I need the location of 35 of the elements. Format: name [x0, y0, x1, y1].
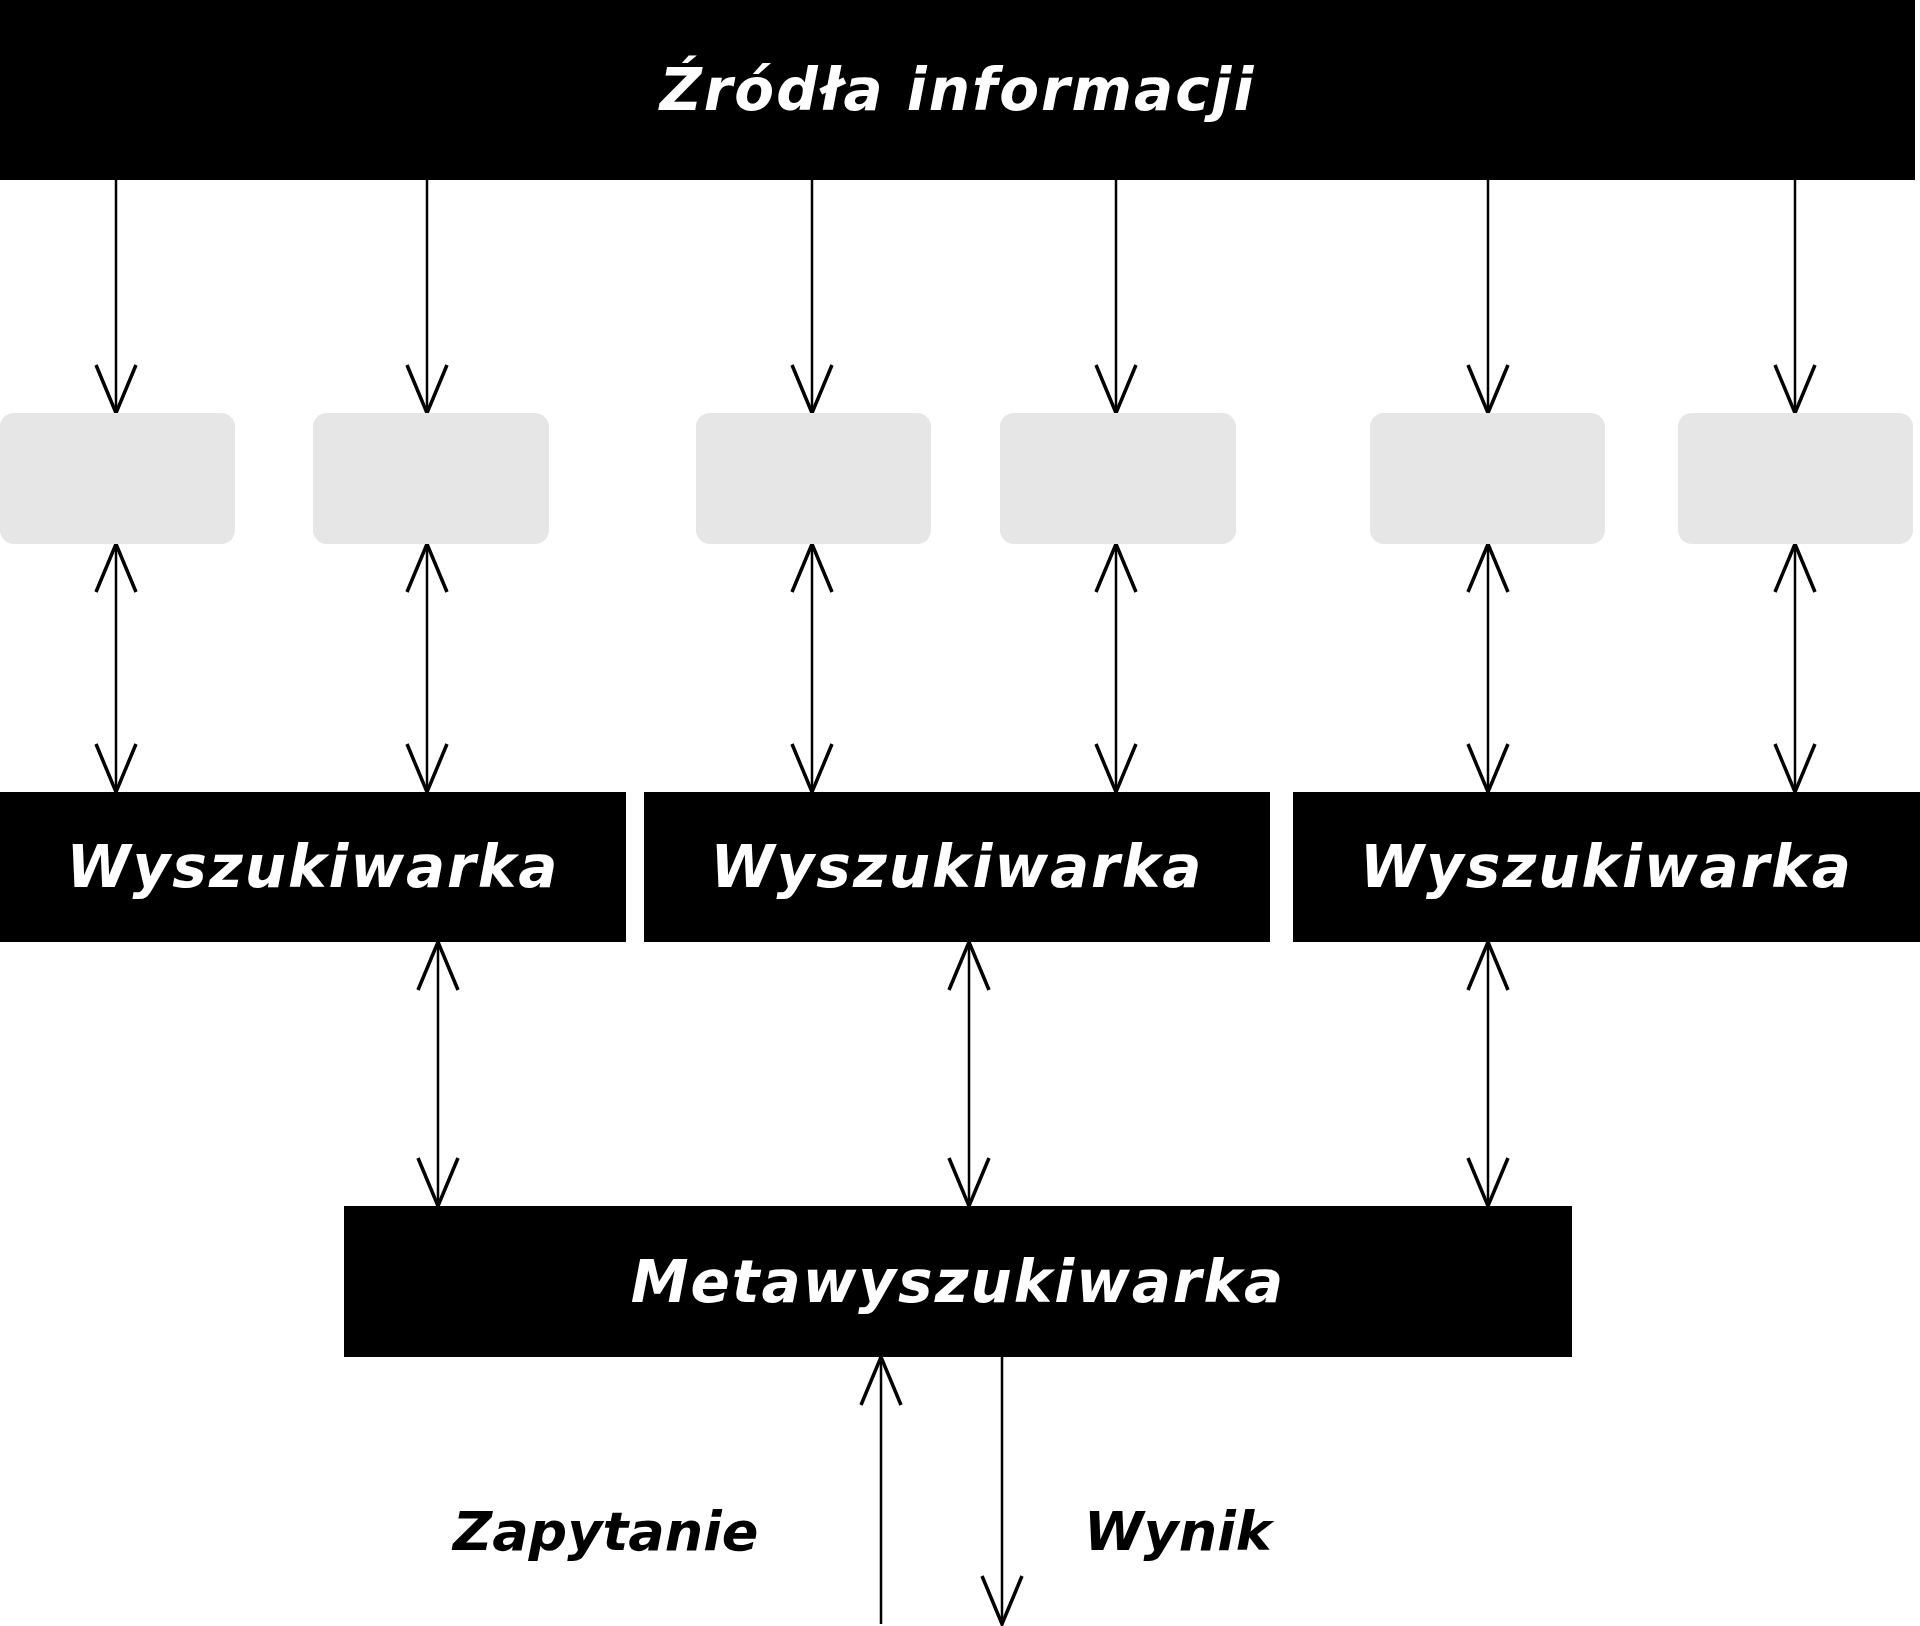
- arrow: [859, 1355, 903, 1624]
- arrow: [405, 542, 449, 794]
- node-label: Wyszukiwarka: [710, 833, 1204, 901]
- arrow: [94, 542, 138, 794]
- empty-box: [1000, 413, 1236, 544]
- meta-engine-box: [344, 1206, 1572, 1357]
- empty-box: [696, 413, 931, 544]
- arrow: [790, 542, 834, 794]
- arrow: [1466, 940, 1510, 1208]
- empty-box: [313, 413, 549, 544]
- node-label: Źródła informacji: [659, 56, 1256, 124]
- arrow: [790, 180, 834, 415]
- engine-box: [644, 792, 1270, 942]
- arrow: [1466, 180, 1510, 415]
- arrow: [405, 180, 449, 415]
- node-label: Metawyszukiwarka: [630, 1247, 1286, 1316]
- arrow: [416, 940, 460, 1208]
- arrow: [1094, 542, 1138, 794]
- arrow: [980, 1357, 1024, 1626]
- arrow: [1773, 542, 1817, 794]
- edge-label: Zapytanie: [453, 1500, 759, 1563]
- node-label: Wyszukiwarka: [66, 833, 560, 901]
- edge-label: Wynik: [1084, 1500, 1272, 1563]
- arrow: [1466, 542, 1510, 794]
- arrow: [94, 180, 138, 415]
- title-banner: [0, 0, 1915, 180]
- arrow: [1773, 180, 1817, 415]
- empty-box: [1678, 413, 1913, 544]
- node-label: Wyszukiwarka: [1360, 833, 1853, 901]
- arrow: [947, 940, 991, 1208]
- engine-box: [1293, 792, 1920, 942]
- arrow: [1094, 180, 1138, 415]
- empty-box: [0, 413, 235, 544]
- empty-box: [1370, 413, 1605, 544]
- engine-box: [0, 792, 626, 942]
